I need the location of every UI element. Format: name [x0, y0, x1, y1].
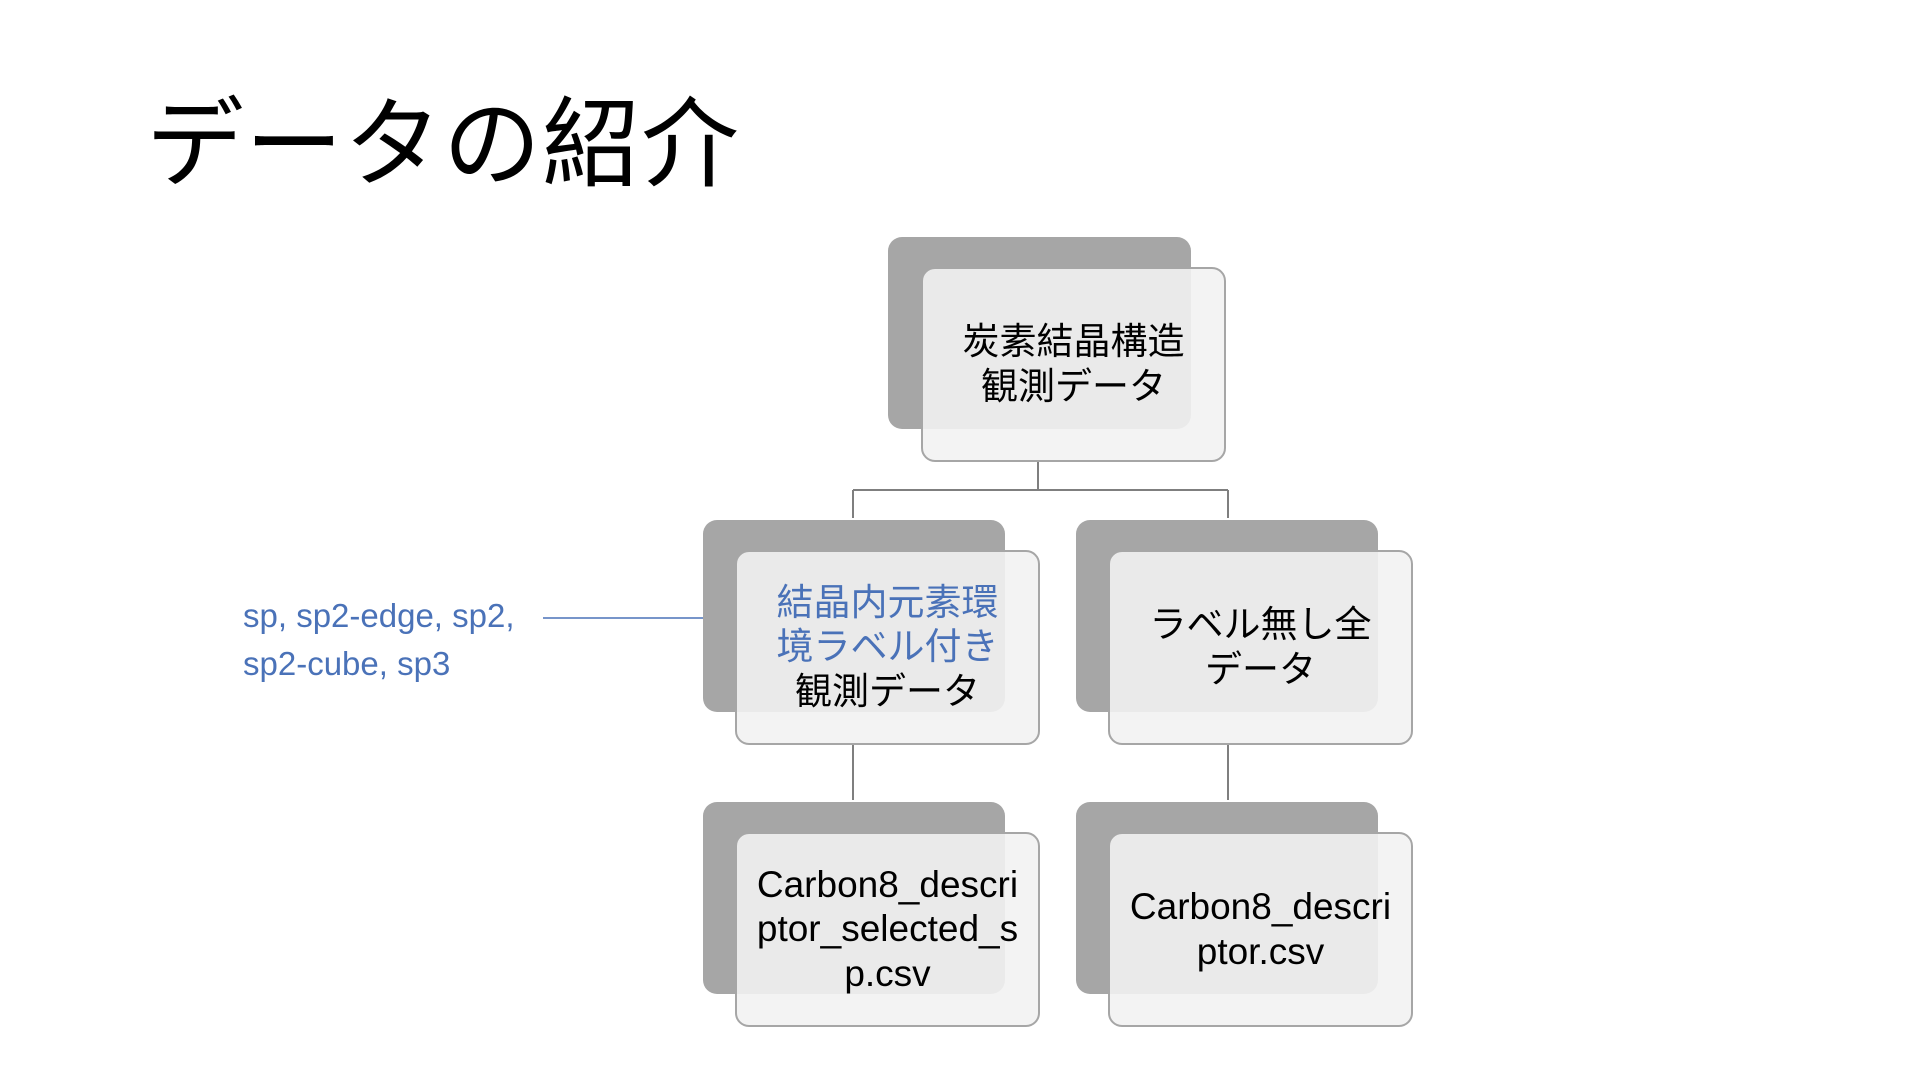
labeled-data-node-card: 結晶内元素環 境ラベル付き 観測データ — [735, 550, 1040, 745]
label-annotation: sp, sp2-edge, sp2, sp2-cube, sp3 — [243, 592, 543, 688]
unlabeled-data-node-line-1: ラベル無し全 — [1149, 603, 1372, 647]
selected-csv-line-1: Carbon8_descri — [756, 863, 1019, 905]
unlabeled-data-node-card: ラベル無し全 データ — [1108, 550, 1413, 745]
full-csv-node-card: Carbon8_descri ptor.csv — [1108, 832, 1413, 1027]
label-annotation-line-1: sp, sp2-edge, sp2, — [243, 597, 515, 634]
selected-csv-node-card: Carbon8_descri ptor_selected_s p.csv — [735, 832, 1040, 1027]
root-node-line-2: 観測データ — [981, 364, 1166, 408]
labeled-data-node-line-2: 境ラベル付き — [776, 625, 999, 669]
label-annotation-line-2: sp2-cube, sp3 — [243, 644, 451, 682]
labeled-data-node-line-3: 観測データ — [795, 669, 980, 713]
slide-title: データの紹介 — [146, 88, 741, 202]
labeled-data-node-line-1: 結晶内元素環 — [776, 580, 999, 624]
full-csv-line-1: Carbon8_descri — [1129, 886, 1392, 928]
unlabeled-data-node-line-2: データ — [1205, 647, 1316, 691]
root-node-card: 炭素結晶構造 観測データ — [921, 267, 1226, 462]
root-node-line-1: 炭素結晶構造 — [962, 320, 1185, 364]
selected-csv-line-3: p.csv — [844, 952, 931, 994]
selected-csv-line-2: ptor_selected_s — [756, 908, 1019, 950]
full-csv-line-2: ptor.csv — [1196, 930, 1325, 972]
